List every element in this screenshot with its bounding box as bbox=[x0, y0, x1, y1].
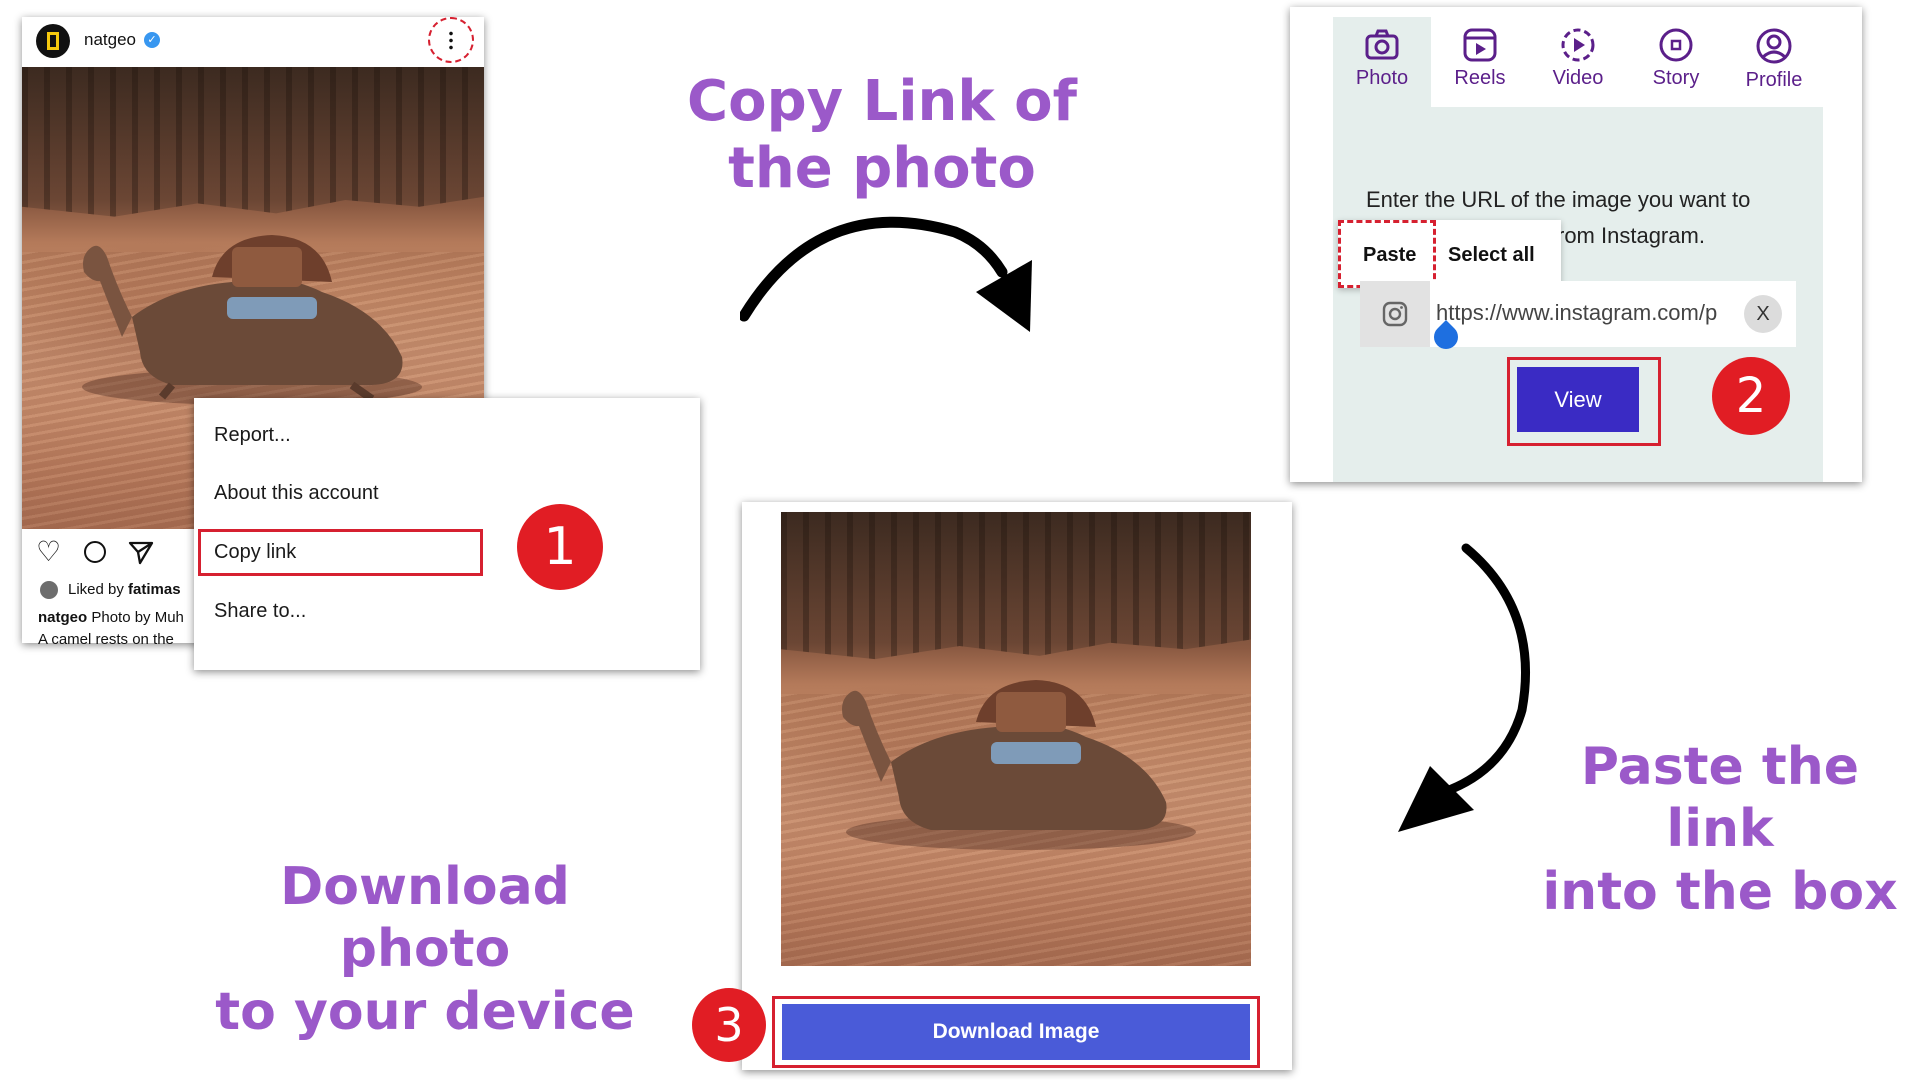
menu-item-share-to[interactable]: Share to... bbox=[214, 600, 307, 622]
like-heart-icon[interactable]: ♡ bbox=[36, 536, 62, 567]
menu-item-about-account[interactable]: About this account bbox=[214, 482, 379, 504]
post-header: natgeo ✓ bbox=[22, 17, 484, 67]
result-card: Download Image bbox=[742, 502, 1292, 1070]
copy-link-highlight bbox=[198, 529, 483, 576]
menu-item-report[interactable]: Report... bbox=[214, 424, 291, 446]
view-highlight bbox=[1507, 357, 1661, 446]
camel-illustration bbox=[82, 235, 422, 405]
tab-story[interactable]: Story bbox=[1627, 17, 1725, 107]
url-input-row: X bbox=[1360, 281, 1796, 354]
post-username[interactable]: natgeo bbox=[84, 30, 136, 49]
curved-arrow-down-icon bbox=[1398, 543, 1530, 832]
verified-badge-icon: ✓ bbox=[144, 32, 160, 48]
caption-line-2: A camel rests on the bbox=[38, 631, 174, 648]
context-menu: Report... About this account Copy link S… bbox=[194, 398, 700, 670]
step-2-badge: 2 bbox=[1712, 357, 1790, 435]
instagram-icon bbox=[1382, 301, 1408, 327]
post-photo bbox=[22, 67, 484, 529]
menu-item-copy-link[interactable]: Copy link bbox=[214, 541, 297, 563]
more-options-button[interactable] bbox=[428, 17, 474, 63]
liker-avatar bbox=[40, 581, 58, 599]
tab-profile[interactable]: Profile bbox=[1725, 17, 1823, 107]
avatar[interactable] bbox=[36, 24, 70, 58]
profile-icon bbox=[1756, 28, 1792, 64]
download-highlight bbox=[772, 996, 1260, 1068]
caption-line: natgeo Photo by Muh bbox=[38, 609, 184, 626]
camel-illustration bbox=[842, 680, 1196, 850]
post-actions: ♡ Liked by fatimas natgeo Photo by Muh A… bbox=[22, 529, 484, 648]
url-prompt-line2: rom Instagram. bbox=[1557, 223, 1705, 248]
more-vertical-icon bbox=[449, 30, 453, 50]
tabs-bar: Photo Reels Video Story bbox=[1333, 17, 1823, 107]
video-icon bbox=[1561, 28, 1595, 62]
paste-link-instruction: Paste the link into the box bbox=[1542, 737, 1898, 922]
url-input[interactable] bbox=[1436, 295, 1726, 331]
camera-icon bbox=[1365, 29, 1399, 60]
copy-link-instruction: Copy Link of the photo bbox=[687, 69, 1077, 202]
result-photo bbox=[781, 512, 1251, 966]
tab-video[interactable]: Video bbox=[1529, 17, 1627, 107]
instagram-icon-box bbox=[1360, 281, 1430, 347]
natgeo-logo-icon bbox=[47, 32, 59, 50]
paste-popup: Paste Select all bbox=[1338, 220, 1561, 288]
share-send-icon[interactable] bbox=[128, 539, 154, 565]
story-icon bbox=[1659, 28, 1693, 62]
liked-by-text: Liked by fatimas bbox=[68, 581, 181, 598]
reels-icon bbox=[1463, 28, 1497, 62]
tab-reels[interactable]: Reels bbox=[1431, 17, 1529, 107]
download-instruction: Download photo to your device bbox=[215, 857, 635, 1042]
download-image-button[interactable]: Download Image bbox=[782, 1004, 1250, 1060]
comment-icon[interactable] bbox=[84, 541, 106, 563]
tab-photo[interactable]: Photo bbox=[1333, 17, 1431, 107]
view-button[interactable]: View bbox=[1517, 367, 1639, 432]
curved-arrow-right-icon bbox=[740, 216, 1032, 332]
select-all-option[interactable]: Select all bbox=[1448, 244, 1535, 266]
paste-option[interactable]: Paste bbox=[1363, 244, 1417, 266]
step-1-badge: 1 bbox=[517, 504, 603, 590]
step-3-badge: 3 bbox=[692, 988, 766, 1062]
instagram-post-card: natgeo ✓ ♡ Liked by fatimas natgeo bbox=[22, 17, 484, 648]
clear-url-button[interactable]: X bbox=[1744, 295, 1782, 333]
url-prompt-line1: Enter the URL of the image you want to bbox=[1366, 187, 1751, 212]
